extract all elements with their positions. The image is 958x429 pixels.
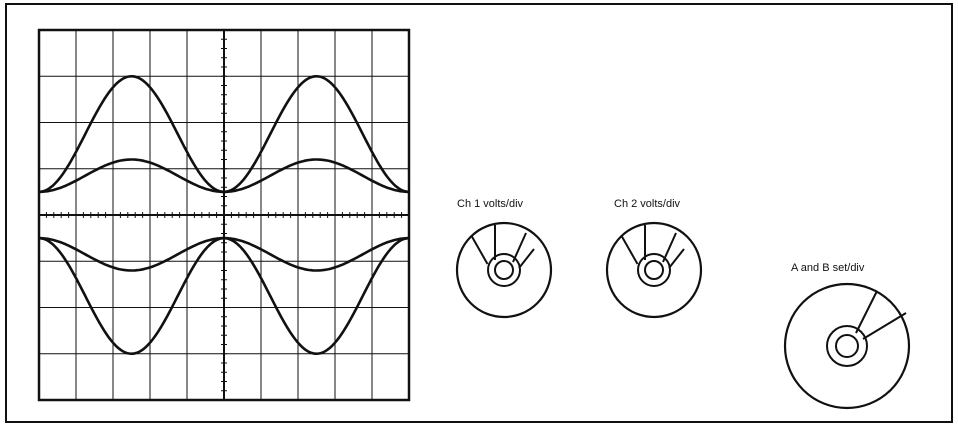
ch2-knob-hub-inner <box>644 260 664 280</box>
graticule <box>38 29 410 401</box>
waveform-trace <box>38 158 410 194</box>
ab-knob-outer <box>783 282 911 410</box>
ch2-volts-div-knob[interactable] <box>605 221 703 319</box>
waveform-trace <box>38 236 410 272</box>
traces <box>38 75 410 355</box>
ch1-knob-sector <box>470 225 535 269</box>
ch1-volts-div-label: Ch 1 volts/div <box>457 198 524 210</box>
ch1-knob-hub-outer <box>487 253 521 287</box>
ab-knob-hub-inner <box>835 334 859 358</box>
ch1-knob-outer <box>455 221 553 319</box>
ch1-knob-arc <box>472 229 534 249</box>
ch1-knob-hub-inner <box>494 260 514 280</box>
ab-knob-hub-outer <box>826 325 868 367</box>
ch1-volts-div-knob[interactable] <box>455 221 553 319</box>
a-and-b-set-div-knob[interactable] <box>783 282 911 410</box>
a-and-b-set-div-label: A and B set/div <box>791 262 865 274</box>
crt-screen <box>37 28 411 402</box>
ab-knob-pointer <box>855 290 907 340</box>
panel-frame <box>5 3 953 423</box>
ch2-knob-sector <box>620 225 685 269</box>
ch2-volts-div-label: Ch 2 volts/div <box>614 198 681 210</box>
ch2-knob-outer <box>605 221 703 319</box>
ch2-knob-hub-outer <box>637 253 671 287</box>
